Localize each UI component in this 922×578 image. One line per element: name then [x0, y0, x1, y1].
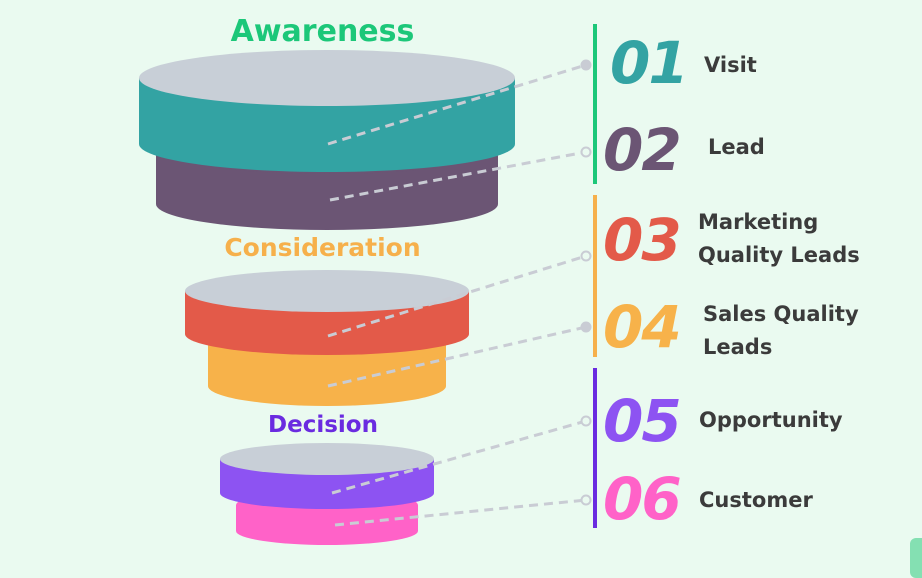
disc-top	[185, 270, 469, 312]
connector-dot-06	[580, 494, 592, 506]
funnel-disc-01	[139, 50, 515, 172]
connector-dot-05	[580, 415, 592, 427]
step-number-02: 02	[603, 116, 682, 184]
stage-title-awareness: Awareness	[230, 14, 415, 49]
step-label-line: Marketing	[698, 210, 819, 234]
step-label-sales-quality-leads: Sales Quality Leads	[703, 298, 859, 364]
corner-decoration	[910, 538, 922, 578]
step-label-line: Leads	[703, 335, 773, 359]
step-number-01: 01	[610, 29, 689, 97]
connector-line-02	[329, 150, 587, 202]
step-label-visit: Visit	[704, 53, 757, 77]
step-label-customer: Customer	[699, 488, 813, 512]
step-number-06: 06	[603, 465, 682, 533]
stage-bar-consideration	[593, 195, 597, 357]
step-label-marketing-quality-leads: Marketing Quality Leads	[698, 206, 860, 272]
connector-line-03	[327, 254, 587, 338]
step-number-04: 04	[603, 293, 682, 361]
connector-dot-01	[580, 59, 592, 71]
stage-title-decision: Decision	[268, 412, 378, 438]
connector-dot-02	[580, 146, 592, 158]
connector-line-06	[334, 498, 587, 527]
step-label-opportunity: Opportunity	[699, 408, 843, 432]
step-number-05: 05	[603, 387, 682, 455]
stage-bar-awareness	[593, 24, 597, 184]
step-label-line: Quality Leads	[698, 243, 860, 267]
disc-top	[220, 443, 434, 475]
funnel-disc-03	[185, 270, 469, 355]
step-label-lead: Lead	[708, 135, 765, 159]
disc-top	[139, 50, 515, 106]
connector-dot-03	[580, 250, 592, 262]
stage-bar-decision	[593, 368, 597, 528]
connector-dot-04	[580, 321, 592, 333]
step-label-line: Sales Quality	[703, 302, 859, 326]
stage-title-consideration: Consideration	[224, 233, 421, 262]
step-number-03: 03	[603, 206, 682, 274]
funnel-disc-05	[220, 443, 434, 509]
